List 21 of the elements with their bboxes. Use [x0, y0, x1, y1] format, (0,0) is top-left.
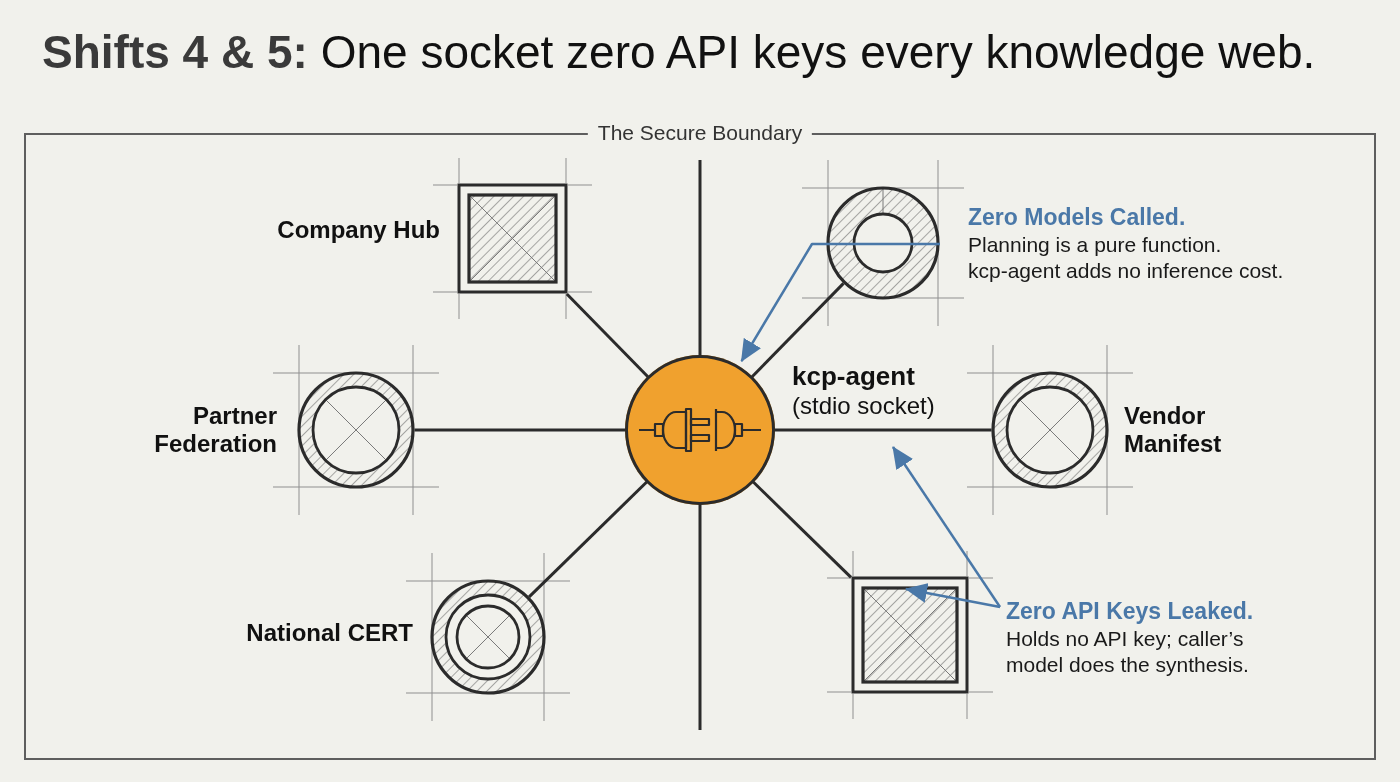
callout-heading: Zero API Keys Leaked. [1006, 597, 1254, 626]
callout-heading: Zero Models Called. [968, 203, 1186, 232]
connector-line [565, 292, 649, 378]
connector-line [698, 160, 702, 356]
connector-line [414, 428, 626, 432]
node-label: kcp-agent [792, 361, 915, 391]
node-label: Vendor Manifest [1124, 402, 1223, 458]
leader-arrow [891, 446, 1002, 608]
node-label: Partner Federation [153, 402, 277, 458]
node-label: Company Hub [276, 216, 440, 244]
leader-arrow [740, 242, 940, 362]
callout-text: Planning is a pure function. kcp-agent adds no inference cost. [968, 232, 1285, 284]
connector-line [774, 428, 992, 432]
node-sublabel: (stdio socket) [792, 391, 935, 421]
connector-line [751, 282, 845, 378]
connector-line [752, 480, 853, 579]
connector-line [698, 504, 702, 730]
slide-title: Shifts 4 & 5: One socket zero API keys every knowledge web. [42, 25, 1316, 80]
connector-line [528, 480, 648, 598]
callout-text: Holds no API key; caller’s model does the synthesis. [1006, 626, 1250, 678]
node-label: National CERT [245, 619, 413, 647]
